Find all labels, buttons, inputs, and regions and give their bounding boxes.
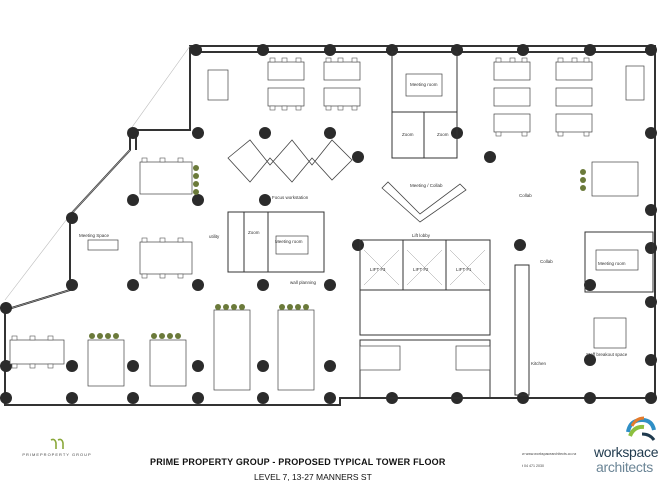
hatch-lines (4, 45, 191, 311)
firm-name-line1: workspace (594, 444, 658, 460)
title-block: PRIME PROPERTY GROUP - PROPOSED TYPICAL … (150, 457, 446, 482)
firm-logo-icon (626, 416, 656, 441)
label-meeting-collab: Meeting / Collab (410, 183, 443, 188)
drawing-subtitle: LEVEL 7, 13-27 MANNERS ST (254, 472, 372, 482)
label-zoom-mid: Zoom (248, 230, 260, 235)
label-lift-1: LIFT #1 (456, 267, 472, 272)
label-meeting-mid: Meeting room (275, 239, 303, 244)
label-lift-lobby: Lift lobby (412, 233, 431, 238)
label-collab-right: Collab (519, 193, 532, 198)
lift-shafts (363, 249, 486, 286)
firm-name-line2: architects (596, 459, 653, 475)
drawing-title: PRIME PROPERTY GROUP - PROPOSED TYPICAL … (150, 457, 446, 467)
client-logo-text: PRIMEPROPERTY GROUP (22, 452, 92, 457)
label-collab-side: Collab (540, 259, 553, 264)
chairs (11, 57, 590, 369)
label-lift-3: LIFT #3 (370, 267, 386, 272)
client-logo: PRIMEPROPERTY GROUP (22, 438, 92, 457)
firm-phone: t 04 471 2030 (522, 464, 544, 468)
workstations (9, 61, 645, 391)
focus-zigzag (227, 139, 353, 183)
columns (0, 44, 657, 404)
client-logo-mark (50, 438, 64, 449)
label-lift-2: LIFT #2 (413, 267, 429, 272)
meeting-tables (87, 73, 639, 349)
kitchen (359, 345, 491, 371)
room-labels: Meeting room Zoom Zoom Focus workstation… (79, 82, 628, 366)
label-kitchen: Kitchen (531, 361, 547, 366)
collab-bench (381, 181, 467, 223)
floor-plan: Meeting room Zoom Zoom Focus workstation… (0, 44, 657, 406)
label-zoom-1: Zoom (402, 132, 414, 137)
label-utility: utility (209, 234, 220, 239)
planters (89, 165, 586, 339)
label-meeting-space: Meeting Space (79, 233, 110, 238)
label-focus: Focus workstation (272, 195, 309, 200)
label-staff-breakout: Staff breakout space (586, 352, 628, 357)
label-meeting-top: Meeting room (410, 82, 438, 87)
firm-website: w www.workspacearchitects.co.nz (522, 452, 577, 456)
label-meeting-right: Meeting room (598, 261, 626, 266)
label-wall-planning: wall planning (290, 280, 317, 285)
label-zoom-2: Zoom (437, 132, 449, 137)
